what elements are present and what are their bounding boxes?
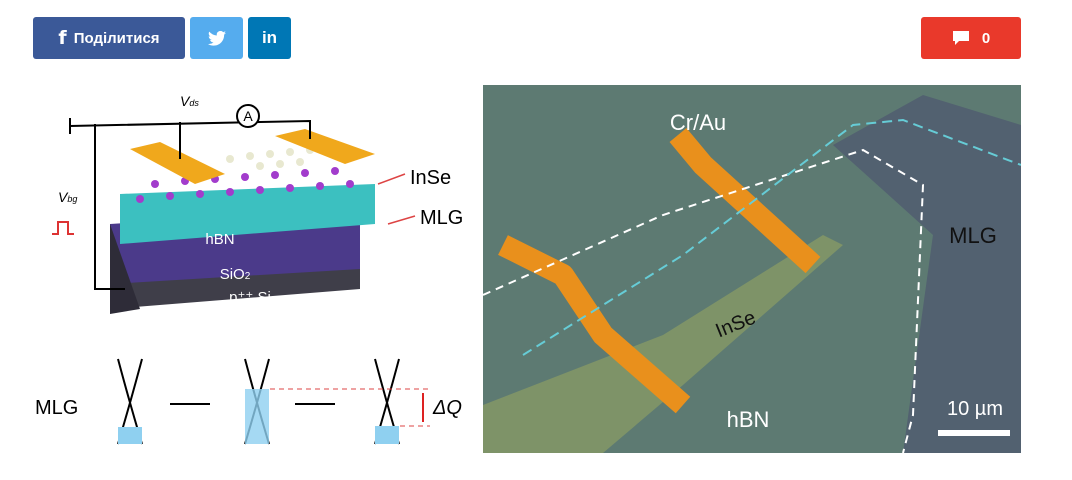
mlg-label: MLG [420, 207, 463, 229]
sio2-label: SiO2 [220, 266, 251, 283]
twitter-icon [207, 30, 226, 46]
band-mlg-label: MLG [35, 397, 78, 419]
twitter-share-button[interactable] [190, 17, 243, 59]
hbn-label: hBN [205, 231, 234, 248]
electrodes-label: Cr/Au [670, 110, 726, 135]
pulse-icon [52, 221, 74, 235]
ammeter-label: A [243, 108, 253, 124]
vbg-label: Vbg [58, 189, 77, 205]
comment-icon [952, 31, 969, 45]
comments-count: 0 [981, 29, 991, 47]
vds-label: Vds [180, 93, 199, 109]
facebook-share-button[interactable]: f Поділитися [33, 17, 185, 59]
facebook-icon: f [58, 27, 67, 49]
micro-mlg-label: MLG [949, 223, 997, 248]
scale-bar-label: 10 µm [947, 398, 1003, 420]
optical-micrograph: Cr/Au MLG InSe hBN 10 µm [483, 85, 1021, 453]
scale-bar [938, 430, 1010, 436]
micro-hbn-label: hBN [727, 407, 770, 432]
linkedin-icon: in [261, 28, 278, 47]
delta-q-label: ΔQ [432, 397, 462, 419]
linkedin-share-button[interactable]: in [248, 17, 291, 59]
comments-button[interactable]: 0 [921, 17, 1021, 59]
device-schematic: A Vds Vbg hBN SiO2 p⁺⁺ Si InSe MLG MLG Δ… [35, 93, 463, 445]
inse-label: InSe [410, 167, 451, 189]
facebook-share-label: Поділитися [73, 29, 160, 47]
si-label: p⁺⁺ Si [229, 289, 271, 306]
